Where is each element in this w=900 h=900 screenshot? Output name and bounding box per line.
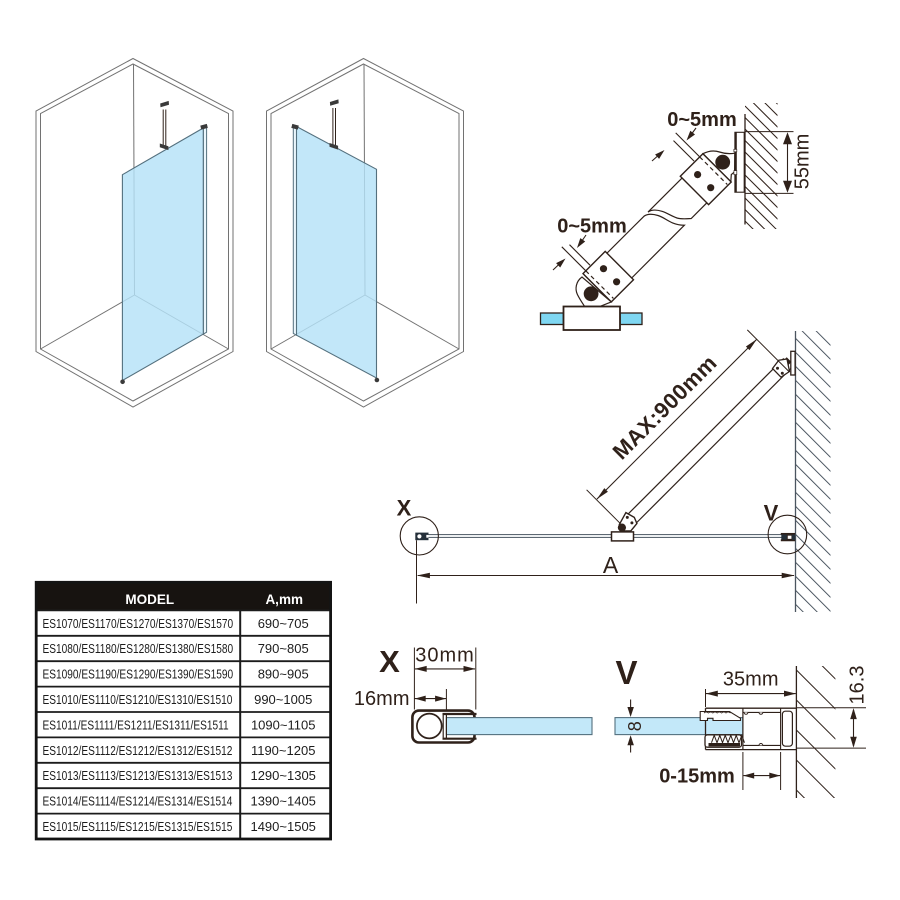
svg-text:30mm: 30mm	[415, 645, 475, 667]
svg-text:16.3: 16.3	[847, 666, 869, 705]
svg-text:790~805: 790~805	[258, 641, 309, 656]
svg-text:MODEL: MODEL	[125, 592, 174, 607]
svg-text:V: V	[615, 654, 637, 691]
svg-text:990~1005: 990~1005	[254, 692, 312, 707]
svg-text:0-15mm: 0-15mm	[659, 766, 735, 788]
svg-text:690~705: 690~705	[258, 616, 309, 631]
svg-text:1090~1105: 1090~1105	[251, 717, 315, 732]
svg-text:ES1010/ES1110/ES1210/ES1310/ES: ES1010/ES1110/ES1210/ES1310/ES1510	[43, 693, 233, 707]
svg-text:V: V	[764, 501, 779, 526]
svg-text:A,mm: A,mm	[265, 592, 303, 607]
svg-text:ES1012/ES1112/ES1212/ES1312/ES: ES1012/ES1112/ES1212/ES1312/ES1512	[43, 744, 233, 758]
svg-text:ES1014/ES1114/ES1214/ES1314/ES: ES1014/ES1114/ES1214/ES1314/ES1514	[43, 794, 233, 808]
svg-text:0~5mm: 0~5mm	[557, 216, 627, 238]
svg-text:8: 8	[625, 721, 645, 731]
svg-text:1390~1405: 1390~1405	[250, 794, 315, 809]
svg-text:ES1070/ES1170/ES1270/ES1370/ES: ES1070/ES1170/ES1270/ES1370/ES1570	[43, 617, 234, 631]
svg-text:ES1080/ES1180/ES1280/ES1380/ES: ES1080/ES1180/ES1280/ES1380/ES1580	[43, 642, 234, 656]
svg-text:1290~1305: 1290~1305	[250, 768, 315, 783]
svg-text:890~905: 890~905	[258, 667, 309, 682]
svg-text:ES1090/ES1190/ES1290/ES1390/ES: ES1090/ES1190/ES1290/ES1390/ES1590	[43, 667, 234, 681]
svg-text:35mm: 35mm	[723, 669, 779, 691]
svg-text:55mm: 55mm	[792, 134, 814, 190]
svg-text:1490~1505: 1490~1505	[250, 819, 315, 834]
svg-text:ES1013/ES1113/ES1213/ES1313/ES: ES1013/ES1113/ES1213/ES1313/ES1513	[43, 769, 233, 783]
svg-text:A: A	[603, 552, 619, 578]
svg-text:0~5mm: 0~5mm	[667, 109, 737, 131]
svg-text:ES1011/ES1111/ES1211/ES1311/ES: ES1011/ES1111/ES1211/ES1311/ES1511	[43, 718, 229, 732]
svg-text:1190~1205: 1190~1205	[251, 743, 315, 758]
svg-text:16mm: 16mm	[354, 688, 410, 710]
svg-text:X: X	[379, 644, 400, 679]
svg-text:X: X	[397, 496, 412, 521]
svg-text:ES1015/ES1115/ES1215/ES1315/ES: ES1015/ES1115/ES1215/ES1315/ES1515	[43, 820, 233, 834]
